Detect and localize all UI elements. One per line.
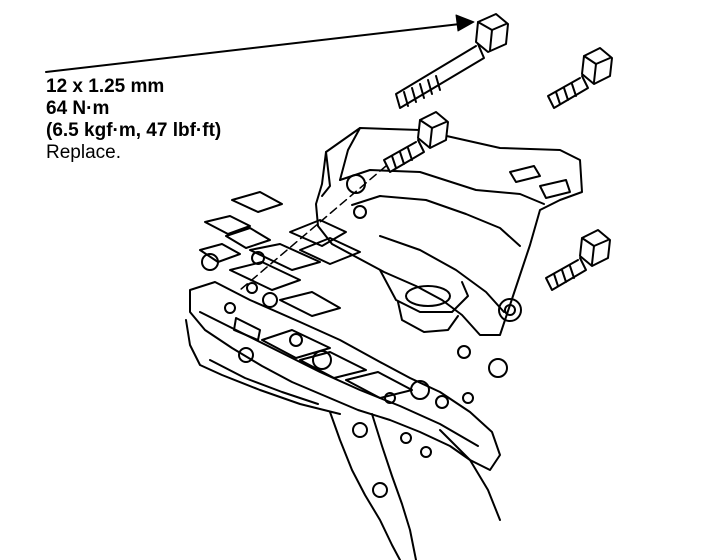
replace-note: Replace. <box>46 142 121 163</box>
torque-alt-label: (6.5 kgf·m, 47 lbf·ft) <box>46 120 222 141</box>
bolt-size-label: 12 x 1.25 mm <box>46 76 165 97</box>
leader-arrow <box>45 14 475 73</box>
mount-bracket <box>289 127 583 336</box>
bolt-lower-right <box>545 229 611 291</box>
torque-nm-label: 64 N·m <box>46 98 110 119</box>
bolt-spec-callout: 12 x 1.25 mm 64 N·m (6.5 kgf·m, 47 lbf·f… <box>46 76 221 164</box>
bolt-upper-right <box>547 47 613 109</box>
bolt-center <box>239 111 449 291</box>
bolt-top <box>395 13 509 109</box>
engine-block <box>185 191 508 560</box>
